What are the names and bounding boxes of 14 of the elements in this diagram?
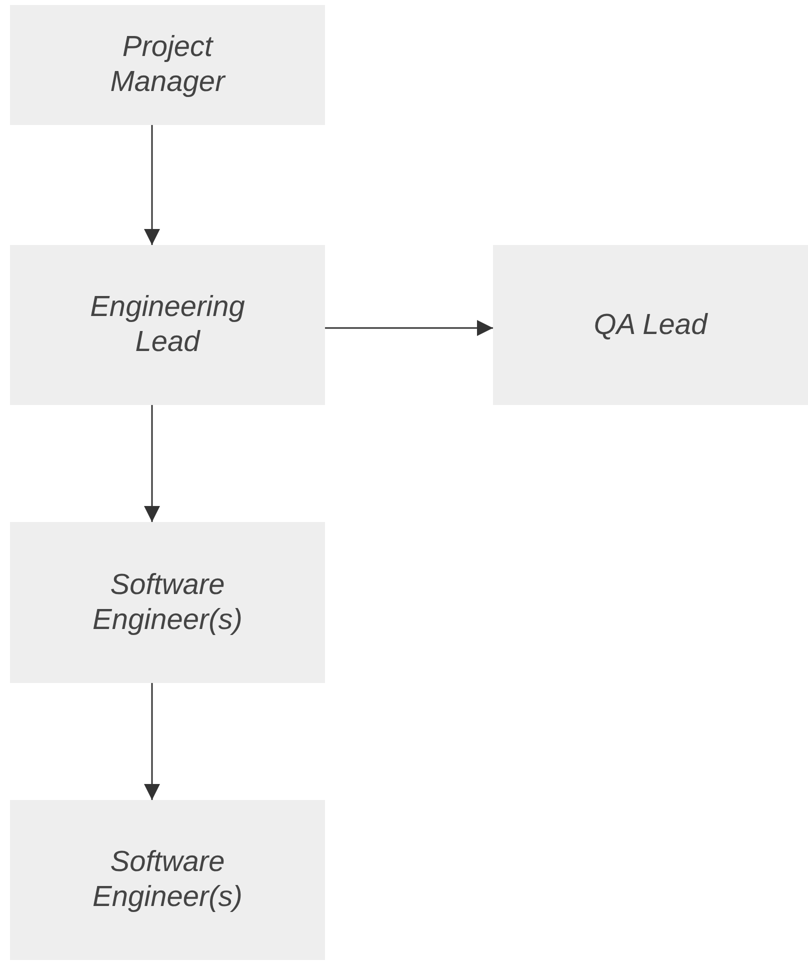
arrow <box>144 405 160 522</box>
role-label: Project Manager <box>109 30 227 100</box>
role-box <box>10 800 325 960</box>
role-label: Software Engineer(s) <box>92 568 244 638</box>
role-label: Software Engineer(s) <box>92 845 244 915</box>
arrow <box>144 125 160 245</box>
role-box <box>10 522 325 683</box>
role-box <box>10 245 325 405</box>
arrow <box>144 683 160 800</box>
role-box <box>10 5 325 125</box>
role-box <box>493 245 808 405</box>
role-label: QA Lead <box>592 308 709 342</box>
arrow <box>325 320 493 336</box>
role-label: Engineering Lead <box>89 290 246 360</box>
